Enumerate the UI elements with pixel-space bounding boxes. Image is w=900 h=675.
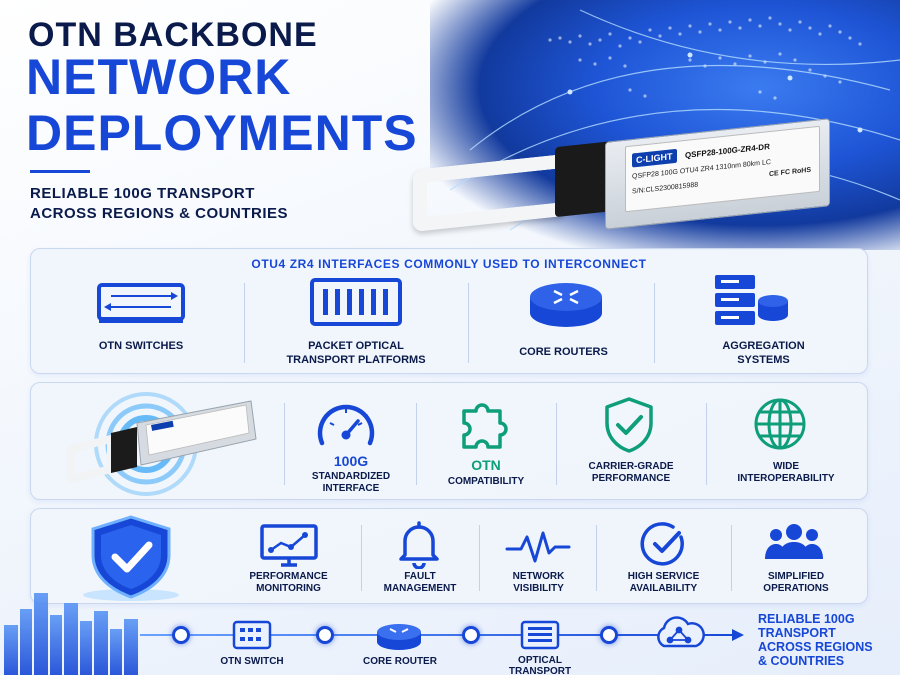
divider: [284, 403, 285, 485]
switch-icon: [97, 283, 185, 323]
interfaces-panel-title: OTU4 ZR4 INTERFACES COMMONLY USED TO INT…: [251, 257, 647, 271]
flow-label-core-router: CORE ROUTER: [363, 656, 437, 667]
flow-node-dot: [316, 626, 334, 644]
divider: [556, 403, 557, 485]
subtitle-line1: RELIABLE 100G TRANSPORT: [30, 185, 255, 202]
interface-label-otn-switches: OTN SWITCHES: [98, 340, 184, 352]
features-panel: 100G STANDARDIZED INTERFACE OTN COMPATIB…: [30, 382, 868, 500]
operation-label-fault: FAULT: [404, 571, 436, 582]
module-brand: C-LIGHT: [632, 148, 677, 168]
operation-label-monitoring: MONITORING: [256, 583, 321, 594]
module-part-number: QSFP28-100G-ZR4-DR: [684, 142, 770, 160]
optical-transport-node-icon: [520, 620, 560, 650]
feature-value-100g: 100G: [333, 453, 369, 469]
flow-cta: RELIABLE 100G TRANSPORT ACROSS REGIONS &…: [758, 612, 873, 668]
monitor-chart-icon: [260, 524, 318, 567]
globe-icon: [754, 398, 806, 450]
flow-node-dot: [172, 626, 190, 644]
flow-cta-line3: ACROSS REGIONS: [758, 640, 873, 654]
operation-label-high-service: HIGH SERVICE: [627, 571, 700, 582]
operations-panel: PERFORMANCE MONITORING FAULT MANAGEMENT …: [30, 508, 868, 604]
otn-switch-node-icon: [232, 620, 272, 650]
operation-label-availability: AVAILABILITY: [629, 583, 698, 594]
core-router-node-icon: [377, 624, 421, 650]
shield-check-icon: [605, 397, 653, 453]
router-icon: [530, 283, 602, 327]
gauge-icon: [317, 404, 375, 446]
transport-flow-line: [140, 634, 740, 636]
feature-label-interoperability: INTEROPERABILITY: [737, 473, 835, 484]
divider: [468, 283, 469, 363]
flow-label-otn-switch: OTN SWITCH: [220, 656, 284, 667]
qsfp28-module-image: C-LIGHT QSFP28-100G-ZR4-DR QSFP28 100G O…: [405, 118, 845, 232]
puzzle-icon: [462, 403, 508, 449]
server-stack-icon: [715, 275, 788, 325]
subtitle-line2: ACROSS REGIONS & COUNTRIES: [30, 205, 289, 222]
security-shield-icon: [83, 515, 179, 601]
cloud-network-icon: [657, 616, 705, 648]
page-title-line2: NETWORK: [26, 49, 292, 105]
interface-label-aggregation-line2: SYSTEMS: [737, 354, 790, 366]
operation-label-network: NETWORK: [512, 571, 565, 582]
operation-label-performance: PERFORMANCE: [249, 571, 328, 582]
module-bail-latch: [413, 154, 563, 232]
operation-label-management: MANAGEMENT: [383, 583, 457, 594]
flow-cta-line4: & COUNTRIES: [758, 654, 845, 668]
circle-check-icon: [640, 522, 684, 566]
page-title-line3: DEPLOYMENTS: [26, 105, 418, 161]
divider: [244, 283, 245, 363]
divider: [479, 525, 480, 591]
interface-label-core-routers: CORE ROUTERS: [519, 346, 608, 358]
divider: [654, 283, 655, 363]
page-title-line1: OTN BACKBONE: [28, 16, 318, 54]
flow-node-dot: [462, 626, 480, 644]
operation-label-visibility: VISIBILITY: [513, 583, 564, 594]
feature-label-carrier-grade: CARRIER-GRADE: [588, 461, 674, 472]
small-module-image: [67, 392, 257, 496]
divider: [731, 525, 732, 591]
divider: [596, 525, 597, 591]
feature-label-performance: PERFORMANCE: [591, 473, 671, 484]
interface-label-pot-line1: PACKET OPTICAL: [308, 340, 404, 352]
divider: [706, 403, 707, 485]
flow-cta-line1: RELIABLE 100G: [758, 612, 855, 626]
feature-value-otn: OTN: [471, 457, 501, 473]
divider: [361, 525, 362, 591]
chassis-icon: [310, 278, 402, 326]
pulse-icon: [505, 531, 571, 563]
feature-label-standardized: STANDARDIZED: [311, 471, 391, 482]
feature-label-interface: INTERFACE: [322, 483, 380, 494]
people-icon: [765, 524, 823, 559]
title-divider: [30, 170, 90, 173]
operation-label-simplified: SIMPLIFIED: [767, 571, 825, 582]
flow-cta-line2: TRANSPORT: [758, 626, 836, 640]
feature-label-compatibility: COMPATIBILITY: [447, 476, 525, 487]
operation-label-operations: OPERATIONS: [763, 583, 829, 594]
flow-label-transport: TRANSPORT: [508, 666, 572, 675]
flow-node-dot: [600, 626, 618, 644]
interface-label-pot-line2: TRANSPORT PLATFORMS: [286, 354, 426, 366]
interface-label-aggregation-line1: AGGREGATION: [722, 340, 805, 352]
divider: [416, 403, 417, 485]
flow-label-optical: OPTICAL: [518, 655, 562, 666]
bell-icon: [399, 521, 439, 569]
feature-label-wide: WIDE: [772, 461, 800, 472]
interfaces-panel: OTU4 ZR4 INTERFACES COMMONLY USED TO INT…: [30, 248, 868, 374]
flow-arrow-icon: [732, 629, 744, 641]
city-skyline-graphic: [4, 593, 138, 675]
